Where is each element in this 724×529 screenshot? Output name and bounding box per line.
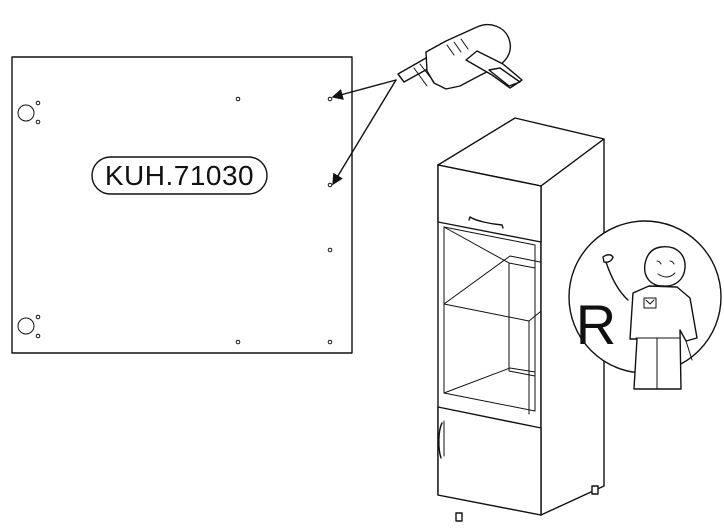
panel-outline	[11, 56, 353, 354]
panel-hole-mid-top	[235, 96, 241, 102]
part-code-badge-outline	[91, 156, 268, 195]
panel-hole-small-top-a	[35, 100, 41, 106]
panel-hole-large-bottom	[17, 317, 35, 335]
tall-cabinet	[437, 117, 605, 522]
panel-hole-mid-bottom	[235, 339, 241, 345]
cabinet-foot-1	[455, 512, 463, 522]
lower-door-handle	[438, 422, 443, 459]
panel-hole-small-top-b	[35, 119, 41, 125]
assembler-figure-icon	[602, 246, 698, 390]
arrow-icon	[331, 79, 397, 186]
panel-hole-small-bottom-b	[35, 333, 41, 339]
assembly-callout: R	[568, 220, 722, 390]
panel-hole-small-bottom-a	[35, 314, 41, 320]
side-panel: KUH.71030	[11, 56, 353, 354]
cabinet-side	[540, 138, 605, 516]
part-code-badge: KUH.71030	[91, 156, 268, 195]
panel-hole-right-bottom	[327, 339, 333, 345]
drawer-front	[437, 164, 542, 243]
panel-hole-large-top	[17, 104, 35, 122]
part-code-label: KUH.71030	[105, 160, 254, 191]
lower-door	[437, 406, 542, 516]
callout-letter: R	[576, 293, 616, 356]
drawer-handle	[468, 216, 504, 229]
panel-hole-right-upper	[327, 182, 333, 188]
cabinet-foot-2	[591, 485, 599, 495]
panel-hole-right-lower	[327, 247, 333, 253]
power-drill-icon	[397, 23, 523, 90]
